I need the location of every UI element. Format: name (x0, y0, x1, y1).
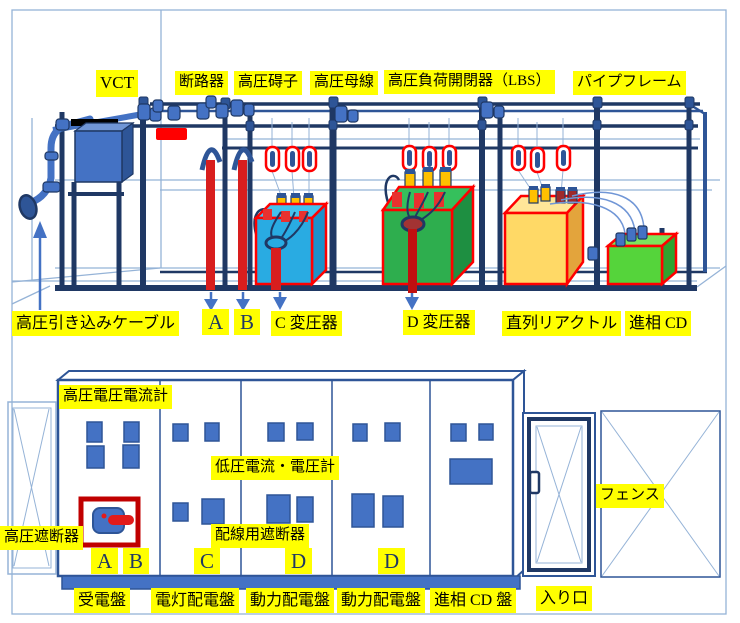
label-panel-douryoku2: 動力配電盤 (337, 588, 426, 614)
label-lv-meter: 低圧電流・電圧計 (211, 456, 340, 480)
cable-a (199, 147, 223, 290)
label-panel-douryoku1: 動力配電盤 (246, 588, 335, 614)
label-panel-cd: 進相 CD 盤 (430, 588, 517, 614)
label-hv-meter: 高圧電圧電流計 (59, 385, 173, 409)
panel-letter-a: A (91, 548, 119, 575)
transformer-d (380, 167, 476, 293)
label-transformer-c: C 変圧器 (271, 311, 342, 337)
label-bus: 高圧母線 (310, 71, 379, 95)
entrance-door (522, 412, 596, 577)
arrow-a (204, 292, 218, 311)
label-phase-a: A (202, 309, 230, 336)
hv-breaker-icon (78, 496, 141, 548)
label-disconnector: 断路器 (175, 71, 229, 95)
label-pipe-frame: パイプフレーム (573, 71, 686, 95)
label-fence: フェンス (596, 484, 664, 508)
panel-meters (86, 421, 494, 528)
panel-letter-c: C (194, 548, 221, 575)
label-insulator: 高圧碍子 (234, 71, 303, 95)
cable-head (18, 194, 38, 220)
label-panel-dentou: 電灯配電盤 (151, 588, 240, 614)
vct-box (68, 119, 135, 291)
capacitor-box (549, 191, 680, 287)
transformer-c (252, 193, 330, 290)
frame-hardware (137, 95, 505, 123)
label-capacitor: 進相 CD (625, 311, 692, 337)
arrow-b (236, 292, 250, 311)
cable-b (231, 147, 255, 290)
label-panel-jyuden: 受電盤 (74, 588, 131, 614)
panel-letter-d1: D (285, 548, 313, 575)
door-handle (528, 470, 541, 495)
panel-letter-b: B (123, 548, 150, 575)
label-mccb: 配線用遮断器 (211, 524, 310, 548)
series-reactor (502, 184, 586, 288)
label-entrance: 入り口 (536, 586, 593, 612)
arrow-cable (33, 221, 47, 310)
arrow-d (405, 293, 419, 310)
label-series-reactor: 直列リアクトル (502, 311, 622, 337)
label-transformer-d: D 変圧器 (403, 310, 475, 336)
arrow-c (273, 292, 287, 310)
label-lbs: 高圧負荷開閉器（LBS） (384, 70, 555, 94)
label-phase-b: B (234, 309, 261, 336)
floor-rail (55, 285, 697, 291)
left-fence (7, 401, 57, 575)
panel-letter-d2: D (378, 548, 406, 575)
disconnector-bar (156, 128, 187, 140)
label-incoming-cable: 高圧引き込みケーブル (12, 311, 180, 337)
label-hv-breaker: 高圧遮断器 (0, 526, 84, 550)
label-vct: VCT (96, 70, 138, 97)
